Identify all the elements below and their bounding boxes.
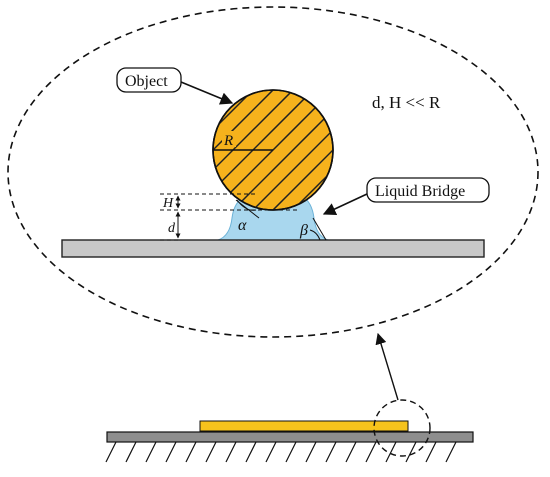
- alpha-label: α: [238, 217, 247, 234]
- liquid-bridge-label: Liquid Bridge: [375, 183, 465, 200]
- radius-label: R: [223, 133, 233, 149]
- ground-hatching: [105, 441, 457, 463]
- base-plate: [106, 431, 474, 443]
- dimension-lines: [160, 193, 300, 241]
- object-label: Object: [125, 73, 168, 90]
- condition-text: d, H << R: [372, 93, 441, 112]
- object-pointer-arrow: [180, 81, 234, 105]
- liquid-bridge-label-box: [366, 177, 490, 203]
- beta-label: β: [299, 222, 308, 239]
- magnification-ellipse: [7, 6, 539, 338]
- object-label-box: [116, 67, 182, 93]
- beta-arc: [309, 229, 321, 241]
- distance-label: d: [168, 221, 176, 236]
- zoom-circle: [373, 399, 431, 457]
- contact-plate: [61, 239, 485, 258]
- liquid-bridge-pointer-arrow: [322, 193, 368, 215]
- height-label: H: [162, 196, 174, 211]
- small-object: [199, 420, 409, 432]
- zoom-arrow: [375, 332, 399, 401]
